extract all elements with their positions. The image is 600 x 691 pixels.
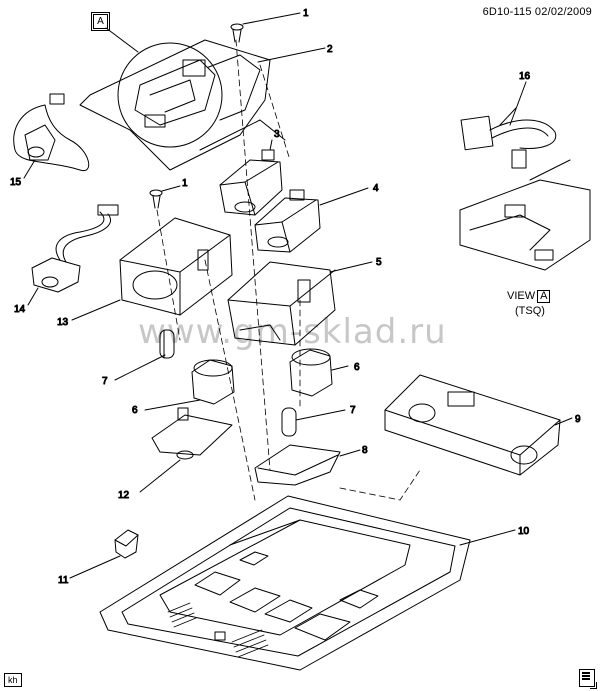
view-label-text: VIEW <box>507 290 536 302</box>
callout-6-right: 6 <box>354 362 360 373</box>
callout-16: 16 <box>519 71 531 82</box>
document-icon <box>579 669 597 689</box>
callout-10: 10 <box>518 526 530 537</box>
footer-code: kh <box>4 673 22 687</box>
lens-8 <box>254 444 361 486</box>
callout-9: 9 <box>575 414 581 425</box>
bulb-7-left <box>114 329 175 381</box>
screw-1-top <box>230 12 301 43</box>
callout-15: 15 <box>10 177 22 188</box>
callout-6-left: 6 <box>132 405 138 416</box>
view-a-headliner <box>459 159 591 271</box>
view-marker: A <box>537 290 551 303</box>
socket-6-left <box>144 359 235 411</box>
screw-1-lower <box>149 185 181 209</box>
socket-6-right <box>289 348 349 397</box>
callout-13: 13 <box>57 317 69 328</box>
lens-12 <box>139 407 233 493</box>
callout-11: 11 <box>58 575 69 586</box>
assembly-centerlines <box>156 39 421 501</box>
detail-a-assembly <box>79 27 286 171</box>
socket-15 <box>13 93 90 179</box>
socket-16 <box>460 81 557 169</box>
switch-3 <box>219 139 283 216</box>
drawing-reference: 6D10-115 02/02/2009 <box>482 6 592 18</box>
switch-4 <box>254 187 369 253</box>
callout-4: 4 <box>373 183 379 194</box>
callout-1-top: 1 <box>303 8 309 19</box>
housing-13 <box>71 217 233 321</box>
callout-3: 3 <box>274 129 280 140</box>
detail-marker-a: A <box>91 12 110 31</box>
callout-1-lower: 1 <box>182 178 188 189</box>
callout-12: 12 <box>118 490 130 501</box>
callout-8: 8 <box>362 445 368 456</box>
view-subtitle: (TSQ) <box>515 305 545 317</box>
socket-14 <box>27 204 119 306</box>
callout-7-left: 7 <box>102 376 108 387</box>
callout-7-right: 7 <box>350 405 356 416</box>
callout-5: 5 <box>376 257 382 268</box>
callout-14: 14 <box>14 304 26 315</box>
callout-2: 2 <box>327 44 333 55</box>
housing-5 <box>227 261 373 346</box>
bulb-7-right <box>281 407 346 437</box>
clip-11 <box>69 529 139 579</box>
lamp-bar-9 <box>384 374 573 476</box>
leader-2 <box>257 47 326 63</box>
console-bezel-10 <box>99 495 516 671</box>
